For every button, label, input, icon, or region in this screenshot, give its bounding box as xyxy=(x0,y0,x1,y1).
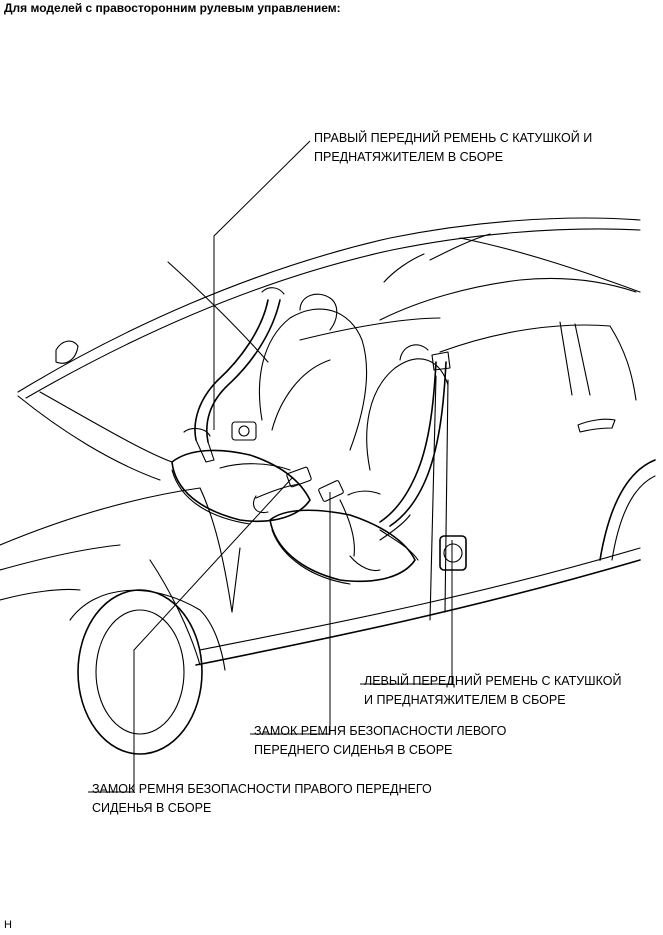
leader-rh-buckle xyxy=(88,477,293,793)
front-seats xyxy=(55,293,449,585)
leader-rh-retractor xyxy=(213,140,311,430)
callout-line: ПЕРЕДНЕГО СИДЕНЬЯ В СБОРЕ xyxy=(254,743,453,757)
car-body-outline xyxy=(0,217,656,755)
leader-lines xyxy=(88,140,453,793)
seatbelt-assemblies xyxy=(183,287,467,572)
callout-lh-front-seat-buckle: ЗАМОК РЕМНЯ БЕЗОПАСНОСТИ ЛЕВОГО ПЕРЕДНЕГ… xyxy=(254,722,506,760)
callout-line: ЗАМОК РЕМНЯ БЕЗОПАСНОСТИ ЛЕВОГО xyxy=(254,724,507,738)
leader-lh-retractor xyxy=(360,540,453,685)
callout-line: ЛЕВЫЙ ПЕРЕДНИЙ РЕМЕНЬ С КАТУШКОЙ xyxy=(364,674,622,688)
leader-lh-buckle xyxy=(250,492,331,735)
callout-line: ПРЕДНАТЯЖИТЕЛЕМ В СБОРЕ xyxy=(314,150,504,164)
callout-line: ЗАМОК РЕМНЯ БЕЗОПАСНОСТИ ПРАВОГО ПЕРЕДНЕ… xyxy=(92,782,432,796)
callout-rh-front-seat-buckle: ЗАМОК РЕМНЯ БЕЗОПАСНОСТИ ПРАВОГО ПЕРЕДНЕ… xyxy=(92,780,432,818)
callout-lh-front-seatbelt-retractor: ЛЕВЫЙ ПЕРЕДНИЙ РЕМЕНЬ С КАТУШКОЙ И ПРЕДН… xyxy=(364,672,621,710)
callout-line: И ПРЕДНАТЯЖИТЕЛЕМ В СБОРЕ xyxy=(364,693,566,707)
callout-line: ПРАВЫЙ ПЕРЕДНИЙ РЕМЕНЬ С КАТУШКОЙ И xyxy=(314,131,593,145)
image-code: H xyxy=(4,919,12,931)
callout-line: СИДЕНЬЯ В СБОРЕ xyxy=(92,801,212,815)
diagram-heading: Для моделей с правосторонним рулевым упр… xyxy=(4,1,341,15)
callout-rh-front-seatbelt-retractor: ПРАВЫЙ ПЕРЕДНИЙ РЕМЕНЬ С КАТУШКОЙ И ПРЕД… xyxy=(314,129,592,167)
